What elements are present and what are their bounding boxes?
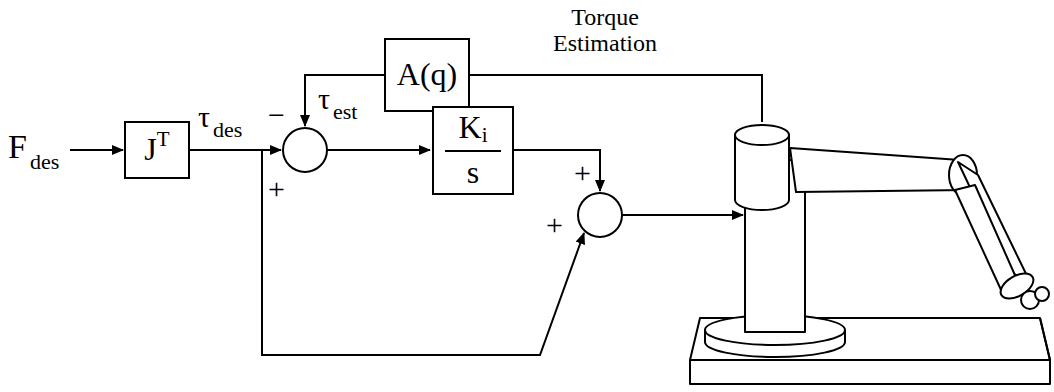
signal-wires [70,75,762,355]
sign-mark: + [574,156,591,189]
signal-name: τ [318,82,330,115]
annotation: Torque Estimation [545,4,665,57]
block-box: A(q) [384,38,470,112]
denominator: s [467,155,479,190]
signal-name: F [8,128,27,165]
summing-junction [578,193,622,237]
sign-mark: + [268,172,285,205]
subscript: des [213,118,242,142]
subscript: est [333,100,357,124]
block-box: Kis [432,106,514,195]
text-row: A(q) [397,57,457,92]
math-row: JT [144,132,169,167]
laplace-variable: s [467,155,479,190]
sign-mark: − [268,98,285,131]
numerator: Ki [459,110,488,147]
block-symbol: J [144,132,156,167]
fraction-bar [445,150,501,152]
sign-mark: + [546,208,563,241]
gain-symbol: K [459,110,482,145]
block-box: JT [124,121,190,179]
summing-junction [283,128,327,172]
subscript: des [30,150,59,174]
superscript: T [157,128,170,151]
signal-name: τ [198,100,210,133]
robot-arm-illustration [690,125,1050,384]
block-label: A(q) [397,57,457,92]
subscript: i [482,124,488,147]
